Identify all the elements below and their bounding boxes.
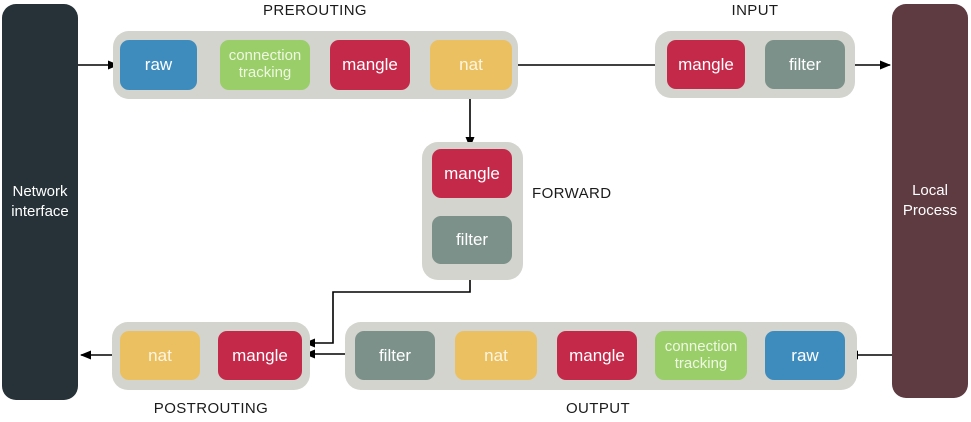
prerouting-conntrack-box: connection tracking (220, 40, 310, 90)
local-process-box: Local Process (892, 4, 968, 398)
output-filter-label: filter (378, 345, 412, 365)
prerouting-label: PREROUTING (262, 2, 368, 19)
output-raw-box: raw (765, 331, 845, 380)
forward-mangle-box: mangle (432, 149, 512, 198)
prerouting-mangle-label: mangle (342, 55, 398, 75)
output-raw-label: raw (791, 345, 819, 365)
forward-mangle-label: mangle (444, 163, 500, 183)
prerouting-mangle-box: mangle (330, 40, 410, 90)
output-nat-box: nat (455, 331, 537, 380)
input-mangle-box: mangle (667, 40, 745, 89)
output-mangle-box: mangle (557, 331, 637, 380)
prerouting-nat-box: nat (430, 40, 512, 90)
prerouting-raw-label: raw (144, 55, 173, 75)
input-label: INPUT (731, 2, 779, 19)
network-interface-box: Network interface (2, 4, 78, 400)
network-interface-label: Network interface (11, 182, 69, 220)
input-mangle-label: mangle (678, 54, 734, 74)
forward-filter-box: filter (432, 216, 512, 264)
input-filter-box: filter (765, 40, 845, 89)
postrouting-label: POSTROUTING (153, 400, 269, 417)
prerouting-nat-label: nat (459, 55, 483, 75)
forward-label: FORWARD (532, 185, 612, 202)
output-conntrack-label: connection tracking (664, 337, 738, 372)
local-process-label: Local Process (902, 181, 958, 219)
output-filter-box: filter (355, 331, 435, 380)
output-conntrack-box: connection tracking (655, 331, 747, 380)
postrouting-mangle-box: mangle (218, 331, 302, 380)
output-label: OUTPUT (565, 400, 631, 417)
forward-filter-label: filter (455, 230, 489, 250)
input-filter-label: filter (788, 54, 822, 74)
prerouting-raw-box: raw (120, 40, 197, 90)
output-mangle-label: mangle (569, 345, 625, 365)
postrouting-mangle-label: mangle (232, 345, 288, 365)
postrouting-nat-label: nat (148, 345, 172, 365)
output-nat-label: nat (484, 345, 508, 365)
prerouting-conntrack-label: connection tracking (228, 47, 302, 81)
postrouting-nat-box: nat (120, 331, 200, 380)
